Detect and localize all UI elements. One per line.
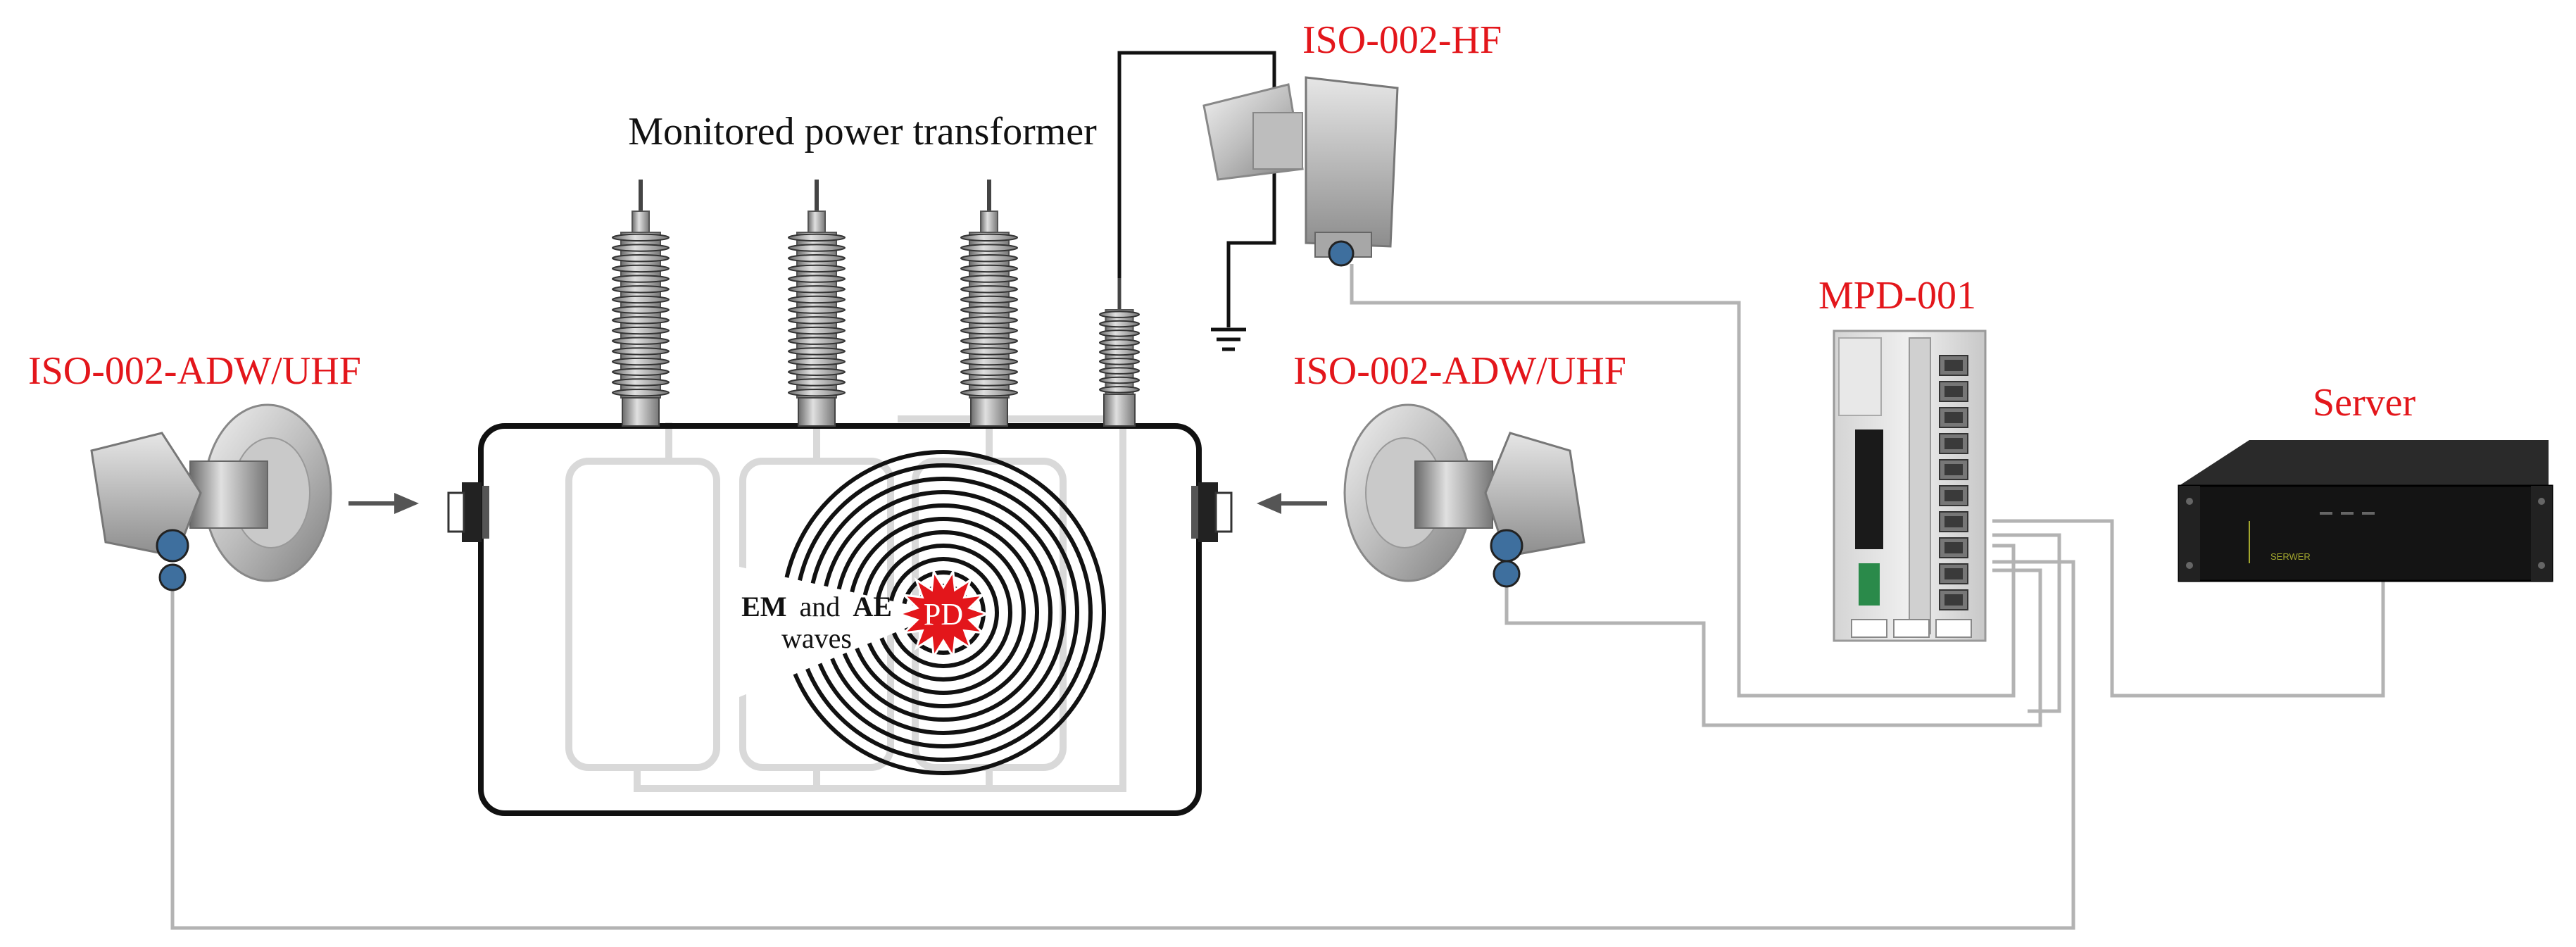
bushing-shed <box>788 306 846 314</box>
bushing-shed <box>788 347 846 356</box>
controller-device <box>1833 330 1987 642</box>
bushing-shed <box>960 295 1018 304</box>
bushing-3 <box>960 180 1018 427</box>
wave-caption-line1: EM and AE <box>741 591 892 622</box>
bushing-shed <box>612 254 670 263</box>
cables <box>170 264 2385 930</box>
sensor-left-label: ISO-002-ADW/UHF <box>28 349 361 393</box>
cable-controller-to-server <box>1992 519 2385 698</box>
power-transformer: PD EM and AE waves <box>447 180 1233 816</box>
bushing-shed <box>612 244 670 252</box>
bushing-shed <box>960 285 1018 294</box>
bushing-shed <box>612 378 670 387</box>
bushing-shed <box>960 347 1018 356</box>
bushing-shed <box>788 326 846 335</box>
bushing-shed <box>1099 348 1140 356</box>
pd-label: PD <box>924 597 963 632</box>
mount-flange-right <box>1191 482 1233 542</box>
controller-ports <box>1939 355 1968 610</box>
sensor-right-label: ISO-002-ADW/UHF <box>1293 349 1626 393</box>
server-device: SERWER <box>2178 440 2553 582</box>
transformer-tank <box>478 423 1202 816</box>
bushing-shed <box>1099 320 1140 328</box>
transformer-title: Monitored power transformer <box>628 110 1097 153</box>
bushing-shed <box>612 264 670 273</box>
bushing-shed <box>612 295 670 304</box>
bushing-shed <box>1099 376 1140 384</box>
bushing-shed <box>788 388 846 397</box>
controller-label: MPD-001 <box>1818 274 1976 318</box>
bushing-shed <box>612 337 670 345</box>
bushing-shed <box>612 306 670 314</box>
bushing-shed <box>612 285 670 294</box>
bushing-shed <box>612 388 670 397</box>
bushing-shed <box>960 337 1018 345</box>
bushing-shed <box>788 378 846 387</box>
cable-controller-loop <box>1992 533 2061 713</box>
sensor-hf-device <box>1202 76 1399 267</box>
wave-em: EM <box>741 591 786 622</box>
bushing-shed <box>612 275 670 283</box>
bushing-shed <box>788 275 846 283</box>
bushing-shed <box>960 254 1018 263</box>
mount-flange-left <box>447 482 489 542</box>
cable-right-sensor-to-controller <box>1504 568 2042 727</box>
bushing-shed <box>960 357 1018 366</box>
bushing-shed <box>960 264 1018 273</box>
bushing-shed <box>788 254 846 263</box>
bushing-shed <box>612 357 670 366</box>
wave-text-wedge <box>739 567 943 697</box>
arrow-left-icon <box>1257 493 1327 514</box>
bushing-2 <box>788 180 846 427</box>
arrow-right-icon <box>348 493 419 514</box>
server-brand: SERWER <box>2270 551 2311 562</box>
wave-caption-line2: waves <box>781 622 852 654</box>
bushing-shed <box>788 233 846 242</box>
bushing-shed <box>960 306 1018 314</box>
bushing-shed <box>960 244 1018 252</box>
bushing-shed <box>788 244 846 252</box>
bushing-4-small <box>1099 278 1140 427</box>
bushing-shed <box>612 347 670 356</box>
bushing-shed <box>612 233 670 242</box>
pd-burst-icon <box>896 568 991 660</box>
bushing-shed <box>960 316 1018 325</box>
wave-and: and <box>800 591 841 622</box>
bushing-shed <box>1099 367 1140 375</box>
bushing-shed <box>788 264 846 273</box>
bushing-shed <box>612 368 670 376</box>
wave-ae: AE <box>853 591 892 622</box>
bushing-shed <box>788 285 846 294</box>
bushing-shed <box>1099 358 1140 365</box>
winding-bus <box>634 415 1126 792</box>
bushing-shed <box>960 388 1018 397</box>
server-label: Server <box>2313 381 2416 425</box>
bushing-shed <box>1099 311 1140 318</box>
bushing-shed <box>788 357 846 366</box>
bushing-shed <box>788 316 846 325</box>
bushing-shed <box>788 337 846 345</box>
bushing-shed <box>960 275 1018 283</box>
bushing-shed <box>612 326 670 335</box>
bushing-shed <box>788 368 846 376</box>
bushing-shed <box>1099 386 1140 394</box>
ground-symbol-icon <box>1211 327 1246 351</box>
bushing-shed <box>1099 339 1140 346</box>
bushing-1 <box>612 180 670 427</box>
winding-left <box>565 458 720 771</box>
bushing-shed <box>960 326 1018 335</box>
cable-left-sensor-to-controller <box>170 560 2075 930</box>
bushing-shed <box>960 368 1018 376</box>
bushing-shed <box>1099 330 1140 337</box>
sensor-left-device <box>90 403 332 591</box>
bushing-shed <box>612 316 670 325</box>
cable-hf-sensor-to-controller <box>1350 264 2016 698</box>
sensor-hf-label: ISO-002-HF <box>1302 18 1502 62</box>
controller-port <box>1939 511 1968 532</box>
bushing-shed <box>960 233 1018 242</box>
sensor-right-device <box>1343 403 1585 588</box>
bushing-shed <box>788 295 846 304</box>
bushing-shed <box>960 378 1018 387</box>
